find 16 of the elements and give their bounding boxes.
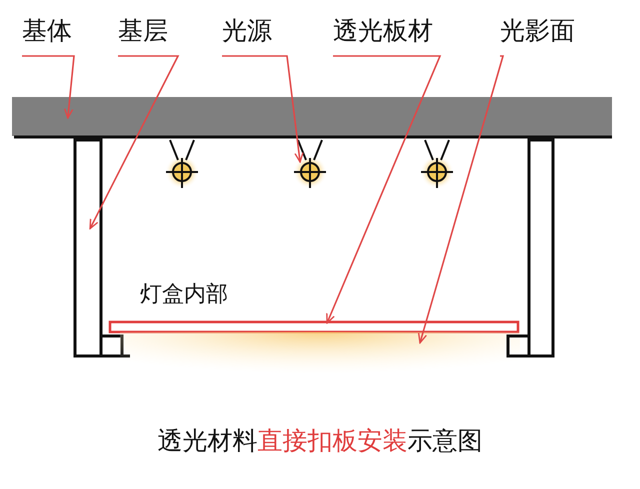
callout-label: 基层 <box>118 16 168 45</box>
caption: 透光材料直接扣板安装示意图 <box>156 425 484 457</box>
ceiling-slab <box>12 97 612 138</box>
callout-label: 光源 <box>222 16 272 45</box>
area-label: 灯盒内部 <box>140 284 228 306</box>
leader-line <box>22 55 75 119</box>
leader-line <box>222 55 304 163</box>
callout-label: 光影面 <box>500 16 575 45</box>
leader-line <box>418 55 504 344</box>
lamp-icon <box>293 139 327 189</box>
callout-label: 透光板材 <box>333 16 433 45</box>
side-post <box>506 138 554 358</box>
callout-label: 基体 <box>22 16 72 45</box>
leader-line <box>89 55 180 230</box>
leader-line <box>326 55 442 324</box>
translucent-panel <box>108 320 520 334</box>
